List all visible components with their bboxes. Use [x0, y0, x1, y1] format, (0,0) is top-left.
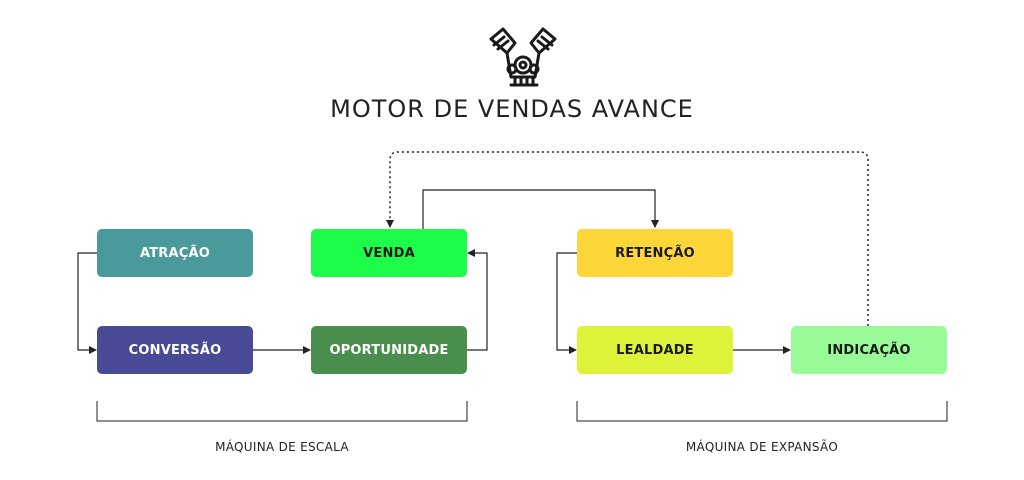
bracket-escala: [96, 401, 468, 422]
node-atracao: ATRAÇÃO: [97, 229, 253, 277]
node-lealdade: LEALDADE: [577, 326, 733, 374]
connector-oportunidade-venda: [467, 249, 488, 351]
connector-retencao-lealdade: [556, 252, 577, 354]
connector-venda-retencao: [422, 189, 659, 229]
node-conversao: CONVERSÃO: [97, 326, 253, 374]
bracket-expansao: [576, 401, 948, 422]
node-retencao: RETENÇÃO: [577, 229, 733, 277]
connector-atracao-conversao: [77, 252, 97, 354]
group-label-expansao: MÁQUINA DE EXPANSÃO: [685, 440, 839, 454]
engine-icon: [489, 27, 557, 87]
diagram-title: MOTOR DE VENDAS AVANCE: [330, 95, 694, 123]
node-indicacao: INDICAÇÃO: [791, 326, 947, 374]
node-venda: VENDA: [311, 229, 467, 277]
connector-indicacao-venda-dotted: [386, 151, 869, 326]
group-label-escala: MÁQUINA DE ESCALA: [215, 440, 349, 454]
node-oportunidade: OPORTUNIDADE: [311, 326, 467, 374]
